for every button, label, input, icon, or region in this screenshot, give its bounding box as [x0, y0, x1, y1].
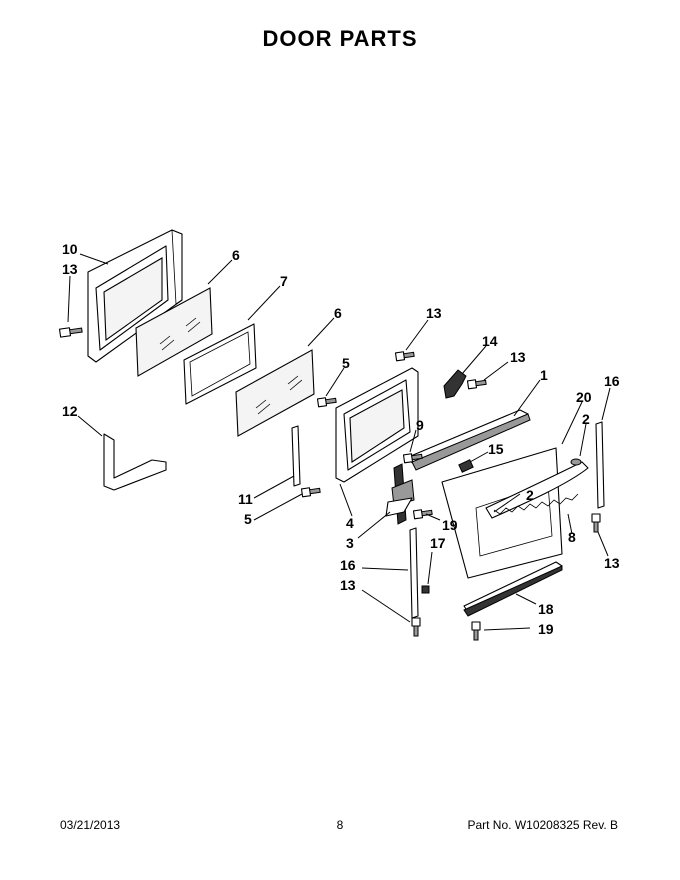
- part-16-side-trim-right: [595, 421, 605, 509]
- callout-8: 8: [568, 529, 576, 545]
- screw-icon: [412, 509, 433, 520]
- screw-icons: [58, 327, 601, 641]
- callout-4: 4: [346, 515, 354, 531]
- footer-date: 03/21/2013: [60, 818, 121, 832]
- part-14-bracket: [443, 369, 467, 399]
- callout-14: 14: [482, 333, 498, 349]
- callout-6: 6: [334, 305, 342, 321]
- footer-page-number: 8: [336, 818, 344, 832]
- part-6-glass-upper: [135, 287, 213, 377]
- screw-icon: [466, 379, 487, 390]
- part-11-hinge-channel: [291, 425, 301, 487]
- callout-5: 5: [342, 355, 350, 371]
- callout-2: 2: [526, 487, 534, 503]
- callout-13: 13: [510, 349, 526, 365]
- part-16-side-trim-left: [409, 527, 419, 619]
- callout-20: 20: [576, 389, 592, 405]
- screw-icon: [591, 513, 601, 533]
- footer-part-number: Part No. W10208325 Rev. B: [467, 818, 618, 832]
- leader-lines: [67, 253, 611, 631]
- callout-2: 2: [582, 411, 590, 427]
- callout-19: 19: [538, 621, 554, 637]
- callout-13: 13: [340, 577, 356, 593]
- part-2-door-handle: [485, 458, 589, 519]
- callout-9: 9: [416, 417, 424, 433]
- callout-6: 6: [232, 247, 240, 263]
- part-6-glass-lower: [235, 349, 315, 437]
- callout-19: 19: [442, 517, 458, 533]
- screw-icon: [58, 327, 83, 338]
- callout-16: 16: [604, 373, 620, 389]
- callout-5: 5: [244, 511, 252, 527]
- part-3-hinge: [385, 463, 415, 525]
- part-4-door-liner: [335, 367, 419, 483]
- screw-icon: [316, 397, 337, 408]
- callout-3: 3: [346, 535, 354, 551]
- glass-reflection-2: [255, 375, 303, 415]
- callout-labels: 10 13 6 7 6 13 5 14 13 1 16 20 2 12 9 15…: [62, 241, 620, 637]
- part-18-bottom-trim: [463, 561, 563, 617]
- callout-18: 18: [538, 601, 554, 617]
- callout-13: 13: [604, 555, 620, 571]
- part-10-inner-door: [87, 229, 183, 363]
- part-12-insulation: [103, 433, 167, 491]
- callout-13: 13: [62, 261, 78, 277]
- callout-13: 13: [426, 305, 442, 321]
- part-17-block: [421, 585, 430, 594]
- callout-15: 15: [488, 441, 504, 457]
- screw-icon: [471, 621, 481, 641]
- callout-12: 12: [62, 403, 78, 419]
- callout-1: 1: [540, 367, 548, 383]
- part-7-glass-pack: [183, 323, 257, 405]
- callout-10: 10: [62, 241, 78, 257]
- part-15-clip: [458, 459, 474, 473]
- part-9-vent-channel: [405, 409, 531, 471]
- callout-7: 7: [280, 273, 288, 289]
- callout-16: 16: [340, 557, 356, 573]
- callout-11: 11: [238, 491, 253, 507]
- screw-icon: [394, 351, 415, 362]
- page-title: DOOR PARTS: [262, 26, 418, 51]
- screw-icon: [411, 617, 421, 637]
- glass-reflection: [159, 317, 201, 351]
- screw-icon: [402, 453, 423, 464]
- callout-17: 17: [430, 535, 446, 551]
- screw-icon: [300, 487, 321, 498]
